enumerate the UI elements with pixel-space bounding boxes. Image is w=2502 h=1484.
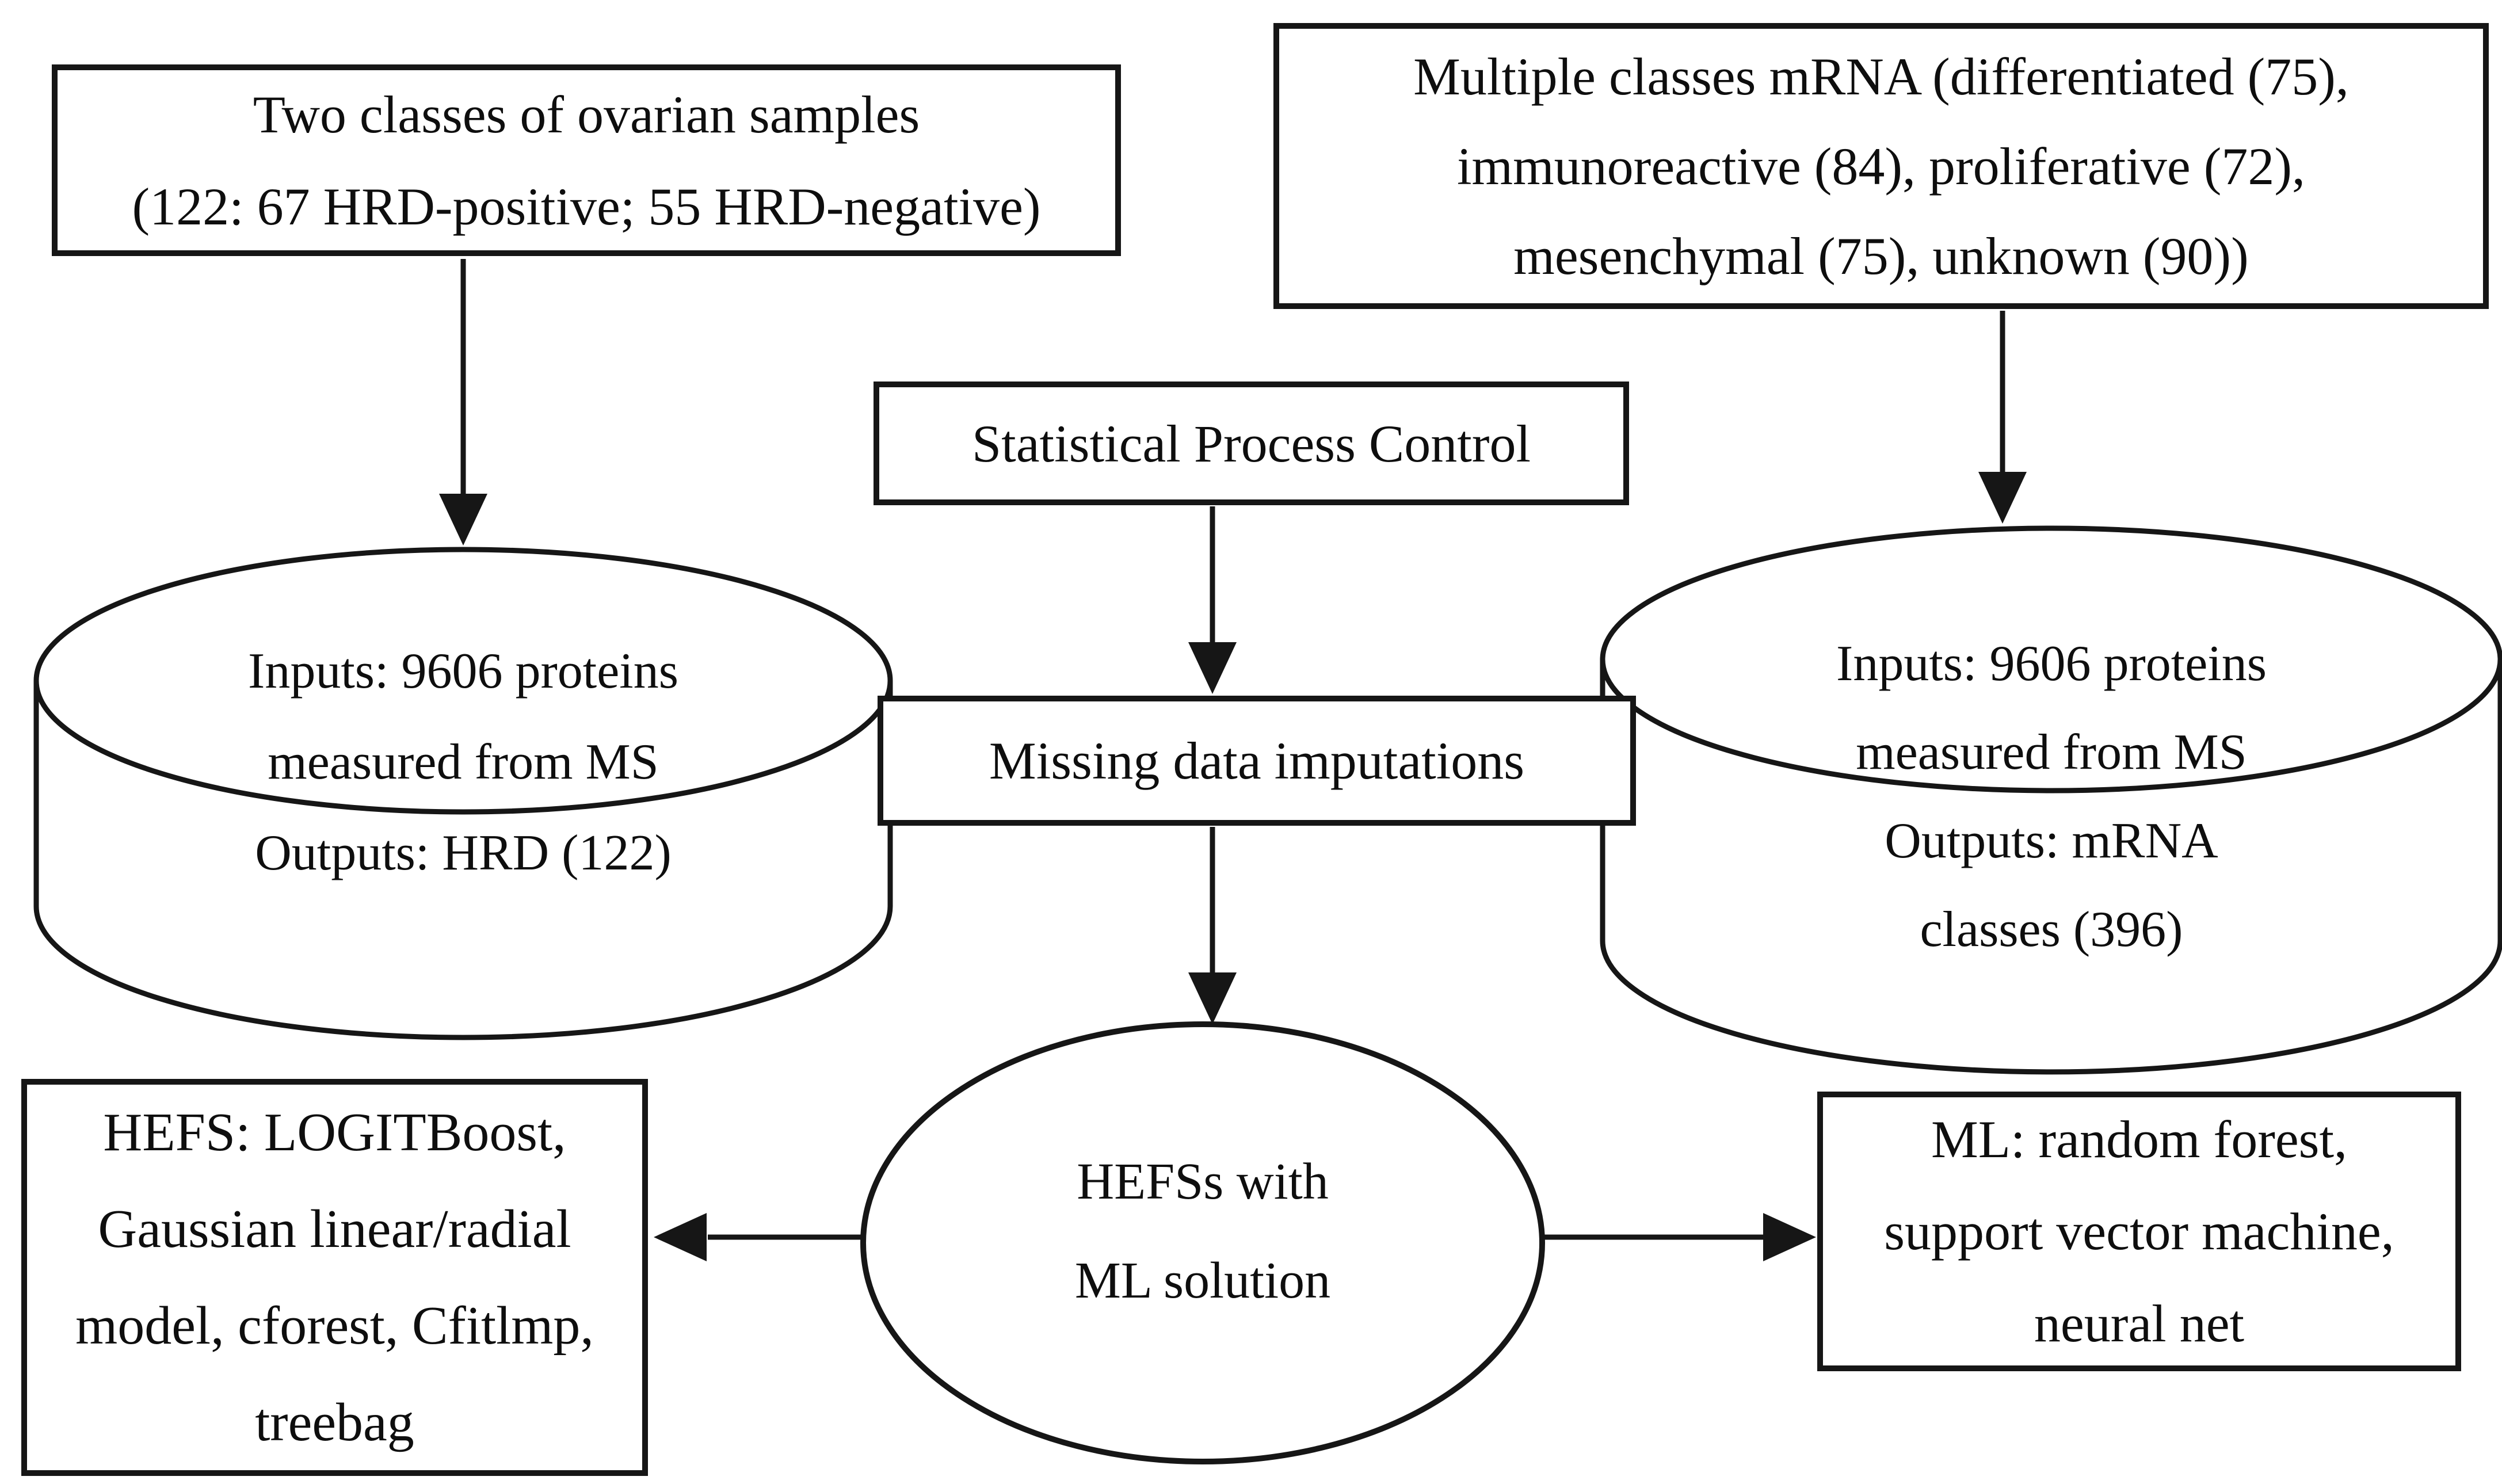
arrowhead-down-icon — [1188, 972, 1237, 1024]
node-hefs-methods: HEFS: LOGITBoost, Gaussian linear/radial… — [21, 1079, 648, 1476]
arrow-samples-to-hrd-db — [439, 259, 487, 545]
node-hefs-ml-solution-label: HEFSs with ML solution — [1074, 1153, 1331, 1309]
arrowhead-down-icon — [439, 494, 487, 545]
node-missing-data-imputations: Missing data imputations — [878, 696, 1636, 826]
arrowhead-down-icon — [1978, 472, 2027, 524]
arrow-mrna-to-mrna-db — [1978, 311, 2027, 524]
node-mrna-classes: Multiple classes mRNA (differentiated (7… — [1273, 23, 2489, 309]
hefs-ellipse-shape — [860, 1021, 1545, 1464]
arrow-missing-to-ellipse — [1188, 827, 1237, 1024]
node-ml-methods: ML: random forest, support vector machin… — [1817, 1092, 2461, 1371]
hrd-cylinder-shape — [33, 547, 893, 1040]
arrowhead-right-icon — [1763, 1213, 1816, 1261]
cylinder-hrd-database-label: Inputs: 9606 proteins measured from MS O… — [248, 643, 678, 881]
node-ovarian-samples: Two classes of ovarian samples (122: 67 … — [52, 64, 1121, 256]
arrowhead-left-icon — [654, 1213, 707, 1261]
mrna-cylinder-shape — [1600, 525, 2502, 1075]
arrow-spc-to-missing — [1188, 506, 1237, 694]
node-statistical-process-control: Statistical Process Control — [874, 382, 1629, 505]
arrowhead-down-icon — [1188, 642, 1237, 694]
cylinder-mrna-database-label: Inputs: 9606 proteins measured from MS O… — [1836, 636, 2267, 957]
arrow-ellipse-to-ml-methods — [1538, 1213, 1816, 1261]
arrow-ellipse-to-hefs-methods — [654, 1213, 866, 1261]
